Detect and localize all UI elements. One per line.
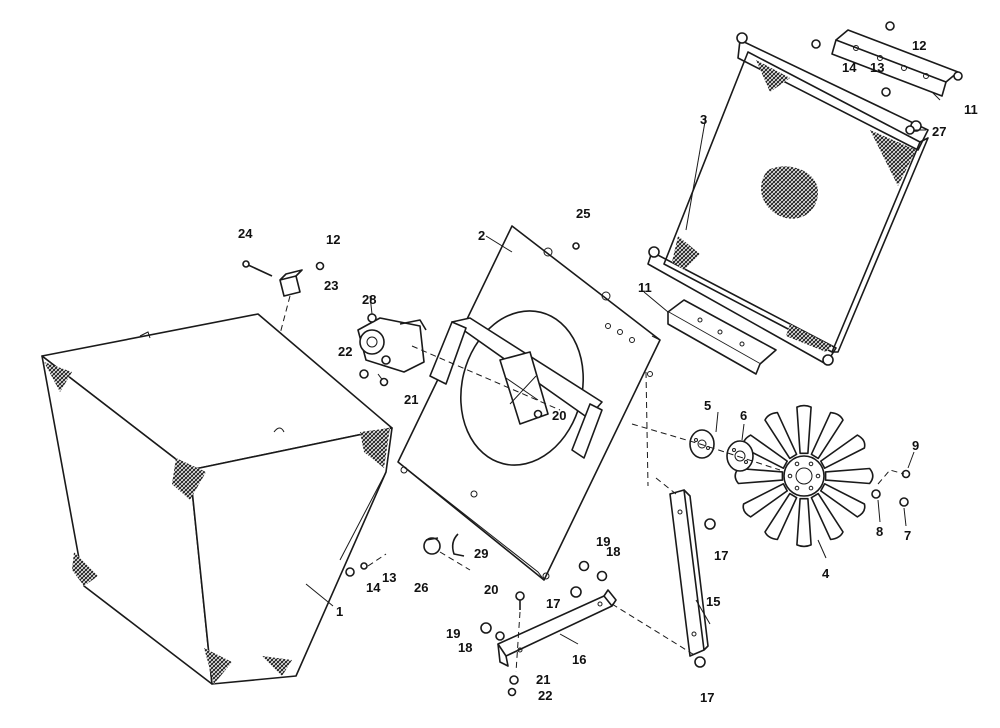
- fan-hub: [783, 455, 825, 497]
- label-16: 16: [572, 652, 586, 667]
- fan-bolt-hole: [808, 485, 814, 491]
- label-20-panel: 20: [552, 408, 566, 423]
- hardware: [345, 125, 915, 697]
- label-27: 27: [932, 124, 946, 139]
- label-12-left: 12: [326, 232, 340, 247]
- fan-blade: [820, 483, 866, 518]
- shroud-panel: [397, 225, 661, 581]
- label-20-lower: 20: [484, 582, 498, 597]
- label-14-upper: 14: [842, 60, 857, 75]
- label-17-center: 17: [546, 596, 560, 611]
- lower-support: [497, 589, 617, 667]
- label-4: 4: [822, 566, 830, 581]
- label-13-left: 13: [382, 570, 396, 585]
- fan-hubs: [689, 429, 754, 472]
- fan-blade: [796, 404, 812, 455]
- fan: [734, 404, 874, 548]
- fan-center: [795, 467, 813, 485]
- fan-blade: [810, 492, 844, 541]
- upper-bracket: [811, 21, 963, 97]
- fan-blade: [796, 497, 812, 548]
- label-19-right: 19: [596, 534, 610, 549]
- label-5: 5: [704, 398, 711, 413]
- label-21-lower: 21: [536, 672, 550, 687]
- label-19-left: 19: [446, 626, 460, 641]
- fan-blade: [824, 467, 874, 485]
- label-28: 28: [362, 292, 376, 307]
- label-25: 25: [576, 206, 590, 221]
- label-2: 2: [478, 228, 485, 243]
- assembly-lines: [279, 295, 905, 673]
- label-29: 29: [474, 546, 488, 561]
- label-12-upper: 12: [912, 38, 926, 53]
- fan-bolt-hole: [794, 485, 800, 491]
- label-6: 6: [740, 408, 747, 423]
- fan-blade: [764, 492, 798, 541]
- label-24: 24: [238, 226, 253, 241]
- label-9: 9: [912, 438, 919, 453]
- fan-bolt-hole: [794, 461, 800, 467]
- label-11-upper: 11: [964, 102, 978, 117]
- fan-blade: [764, 411, 798, 460]
- fan-bolt-hole: [808, 461, 814, 467]
- label-17-right: 17: [714, 548, 728, 563]
- fan-blade: [820, 434, 866, 469]
- lower-bracket: [667, 299, 777, 375]
- label-18-left: 18: [458, 640, 472, 655]
- fan-bolt-hole: [815, 473, 821, 479]
- label-11-lower: 11: [638, 280, 652, 295]
- label-1: 1: [336, 604, 343, 619]
- fan-blade: [742, 483, 788, 518]
- label-3: 3: [700, 112, 707, 127]
- part-labels: 1 2 3 4 5 6 7 8 9 11 11 12 12 13 13 14 1…: [238, 38, 978, 705]
- label-22-lower: 22: [538, 688, 552, 703]
- label-23: 23: [324, 278, 338, 293]
- fan-bolt-hole: [787, 473, 793, 479]
- label-8: 8: [876, 524, 883, 539]
- label-13-upper: 13: [870, 60, 884, 75]
- label-14-left: 14: [366, 580, 381, 595]
- label-7: 7: [904, 528, 911, 543]
- label-17-bottom: 17: [700, 690, 714, 705]
- fan-shroud: [41, 313, 393, 685]
- label-15: 15: [706, 594, 720, 609]
- vertical-bracket: [669, 489, 709, 657]
- label-22-upper: 22: [338, 344, 352, 359]
- clamp-23: [242, 260, 325, 297]
- thermostat-housing: [357, 313, 427, 373]
- label-21-upper: 21: [404, 392, 418, 407]
- fan-blade: [810, 411, 844, 460]
- label-18-right: 18: [606, 544, 620, 559]
- radiator-core: [647, 32, 929, 366]
- leader-lines: [305, 91, 941, 645]
- label-26: 26: [414, 580, 428, 595]
